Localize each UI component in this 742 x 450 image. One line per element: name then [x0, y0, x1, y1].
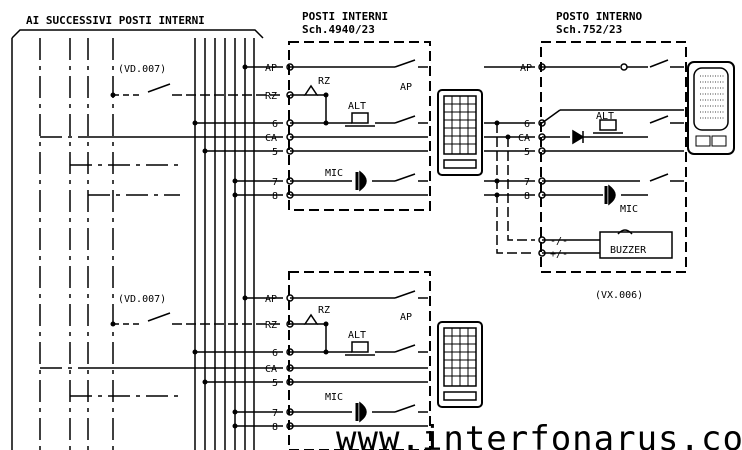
rz-label: RZ [318, 305, 330, 316]
module-label-lower: (VD.007) [118, 294, 166, 305]
terminal-label: 8 [524, 191, 530, 202]
header-successive-label: AI SUCCESSIVI POSTI INTERNI [26, 14, 205, 27]
terminal-label: 5 [272, 147, 278, 158]
inter-box-wiring [484, 66, 535, 254]
alt-label: ALT [348, 330, 366, 341]
right-intercom-box [540, 41, 687, 273]
handset-icon-lower [437, 321, 483, 408]
junction-dots [110, 64, 511, 429]
terminal-label: CA [265, 133, 277, 144]
lower-intercom-box [288, 271, 431, 450]
terminal-label: 7 [272, 177, 278, 188]
buzzer-minus-label: -/- [550, 236, 568, 247]
handset-icon-upper [437, 89, 483, 176]
ap-label: AP [400, 312, 412, 323]
terminal-circles [286, 63, 546, 430]
upper-feeds [40, 66, 283, 196]
terminal-label: 5 [524, 147, 530, 158]
terminal-label: 6 [524, 119, 530, 130]
header-posti-interni-sch: Sch.4940/23 [302, 23, 375, 36]
mic-label: MIC [620, 204, 638, 215]
terminal-label: 6 [272, 119, 278, 130]
left-bus [11, 38, 255, 450]
terminal-label: 6 [272, 348, 278, 359]
terminal-label: RZ [265, 320, 277, 331]
terminal-label: CA [518, 133, 530, 144]
terminal-label: AP [265, 294, 277, 305]
buzzer-label: BUZZER [610, 245, 647, 256]
alt-label: ALT [596, 111, 614, 122]
terminal-label: CA [265, 364, 277, 375]
terminal-label: 8 [272, 191, 278, 202]
module-label-right: (VX.006) [595, 290, 643, 301]
terminal-label: AP [265, 63, 277, 74]
header-posto-interno: POSTO INTERNO [556, 10, 642, 23]
terminal-label: 7 [272, 408, 278, 419]
header-posti-interni: POSTI INTERNI [302, 10, 388, 23]
header-posto-interno-sch: Sch.752/23 [556, 23, 622, 36]
alt-label: ALT [348, 101, 366, 112]
terminal-label: 7 [524, 177, 530, 188]
header-bracket [11, 29, 264, 39]
mic-label: MIC [325, 168, 343, 179]
terminal-label: RZ [265, 91, 277, 102]
upper-intercom-box [288, 41, 431, 211]
ap-label: AP [400, 82, 412, 93]
watermark: www.interfonarus.com [336, 419, 742, 450]
lower-feeds [40, 297, 283, 427]
intercom-handset-icon [687, 61, 735, 155]
buzzer-plus-label: +/- [550, 249, 568, 260]
terminal-label: 5 [272, 378, 278, 389]
terminal-label: AP [520, 63, 532, 74]
terminal-label: 8 [272, 422, 278, 433]
module-label-upper: (VD.007) [118, 64, 166, 75]
rz-label: RZ [318, 76, 330, 87]
mic-label: MIC [325, 392, 343, 403]
